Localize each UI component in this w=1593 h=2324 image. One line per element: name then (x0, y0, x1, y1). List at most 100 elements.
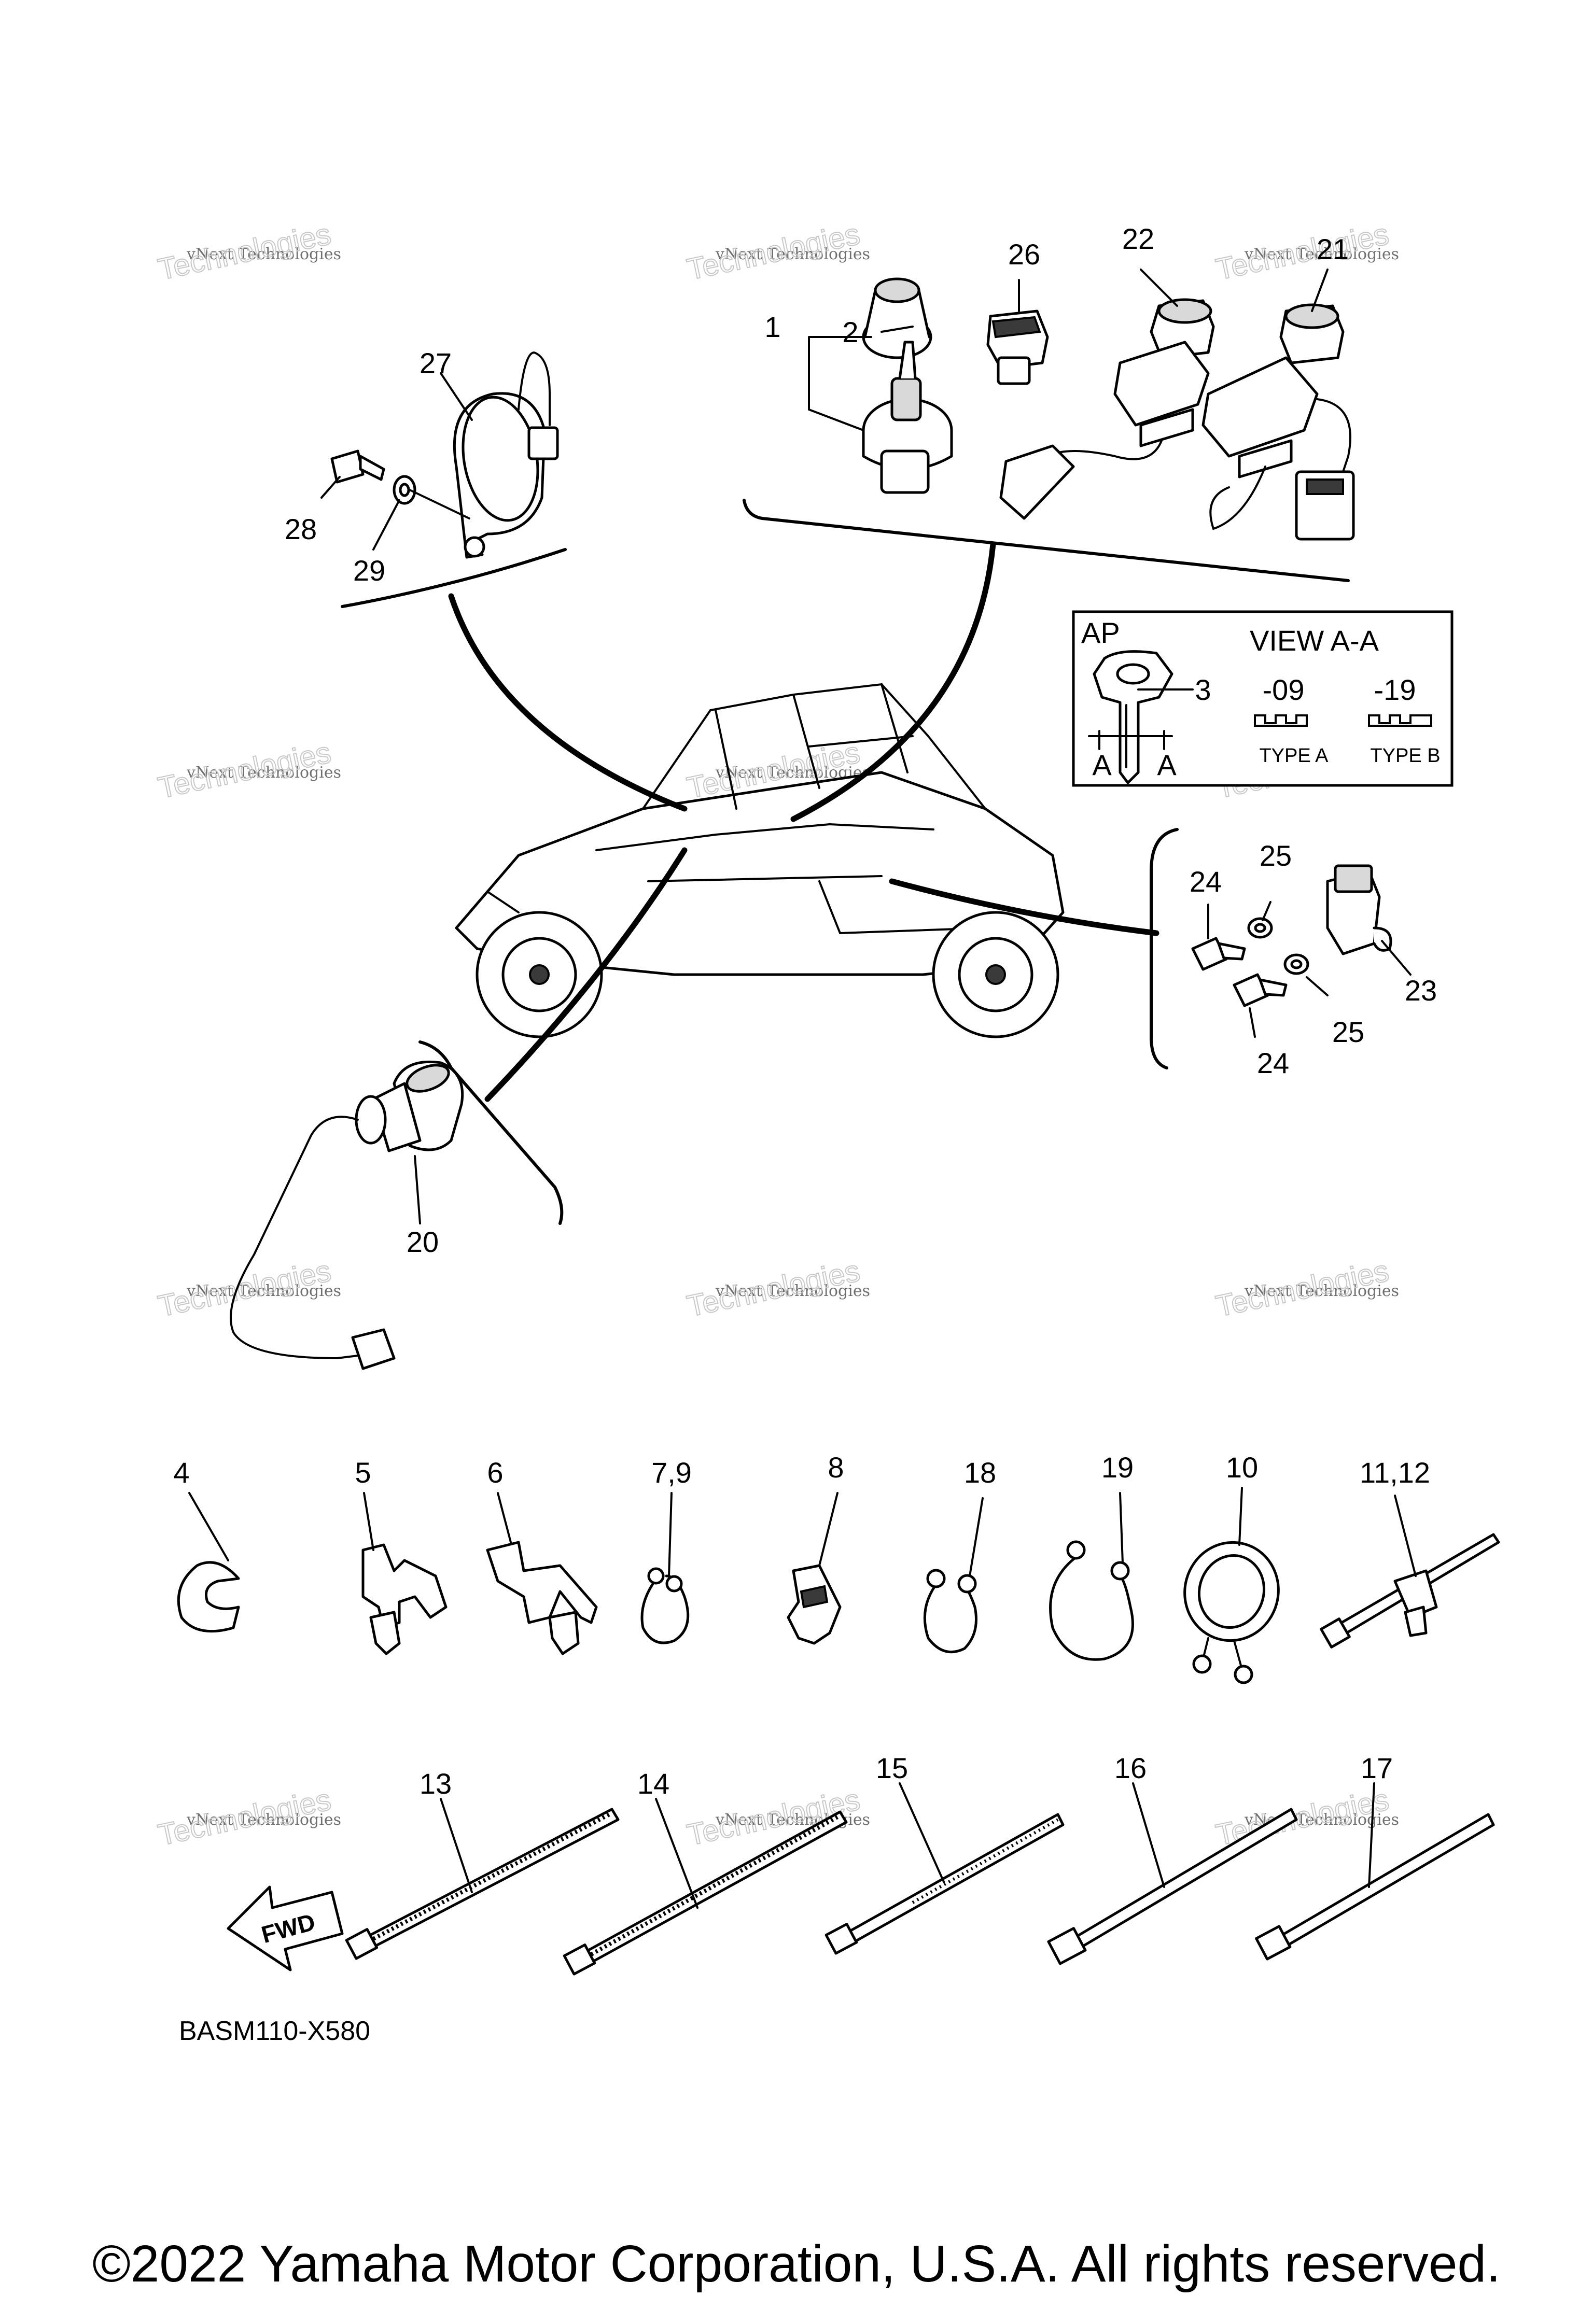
callout-19: 19 (1101, 1451, 1134, 1484)
clamp-19 (1049, 1554, 1134, 1661)
switch-21-wire (1209, 466, 1266, 530)
svg-text:Technologies: Technologies (1213, 217, 1392, 287)
profile-type-b (1368, 714, 1432, 727)
callout-13: 13 (420, 1767, 452, 1800)
socket-connector (351, 1328, 396, 1370)
clamp-row (177, 1487, 1500, 1684)
callout-28: 28 (285, 513, 317, 545)
callout-1-bracket (808, 336, 864, 431)
bolt-part (330, 449, 365, 484)
callout-26: 26 (1008, 238, 1040, 271)
vehicle-illustration (455, 683, 1065, 1038)
callout-22: 22 (1122, 222, 1154, 255)
profile-type-a (1254, 714, 1308, 727)
horn-wire (518, 351, 551, 426)
svg-text:Technologies: Technologies (155, 217, 334, 287)
svg-text:Technologies: Technologies (155, 736, 334, 805)
svg-text:vNext Technologies: vNext Technologies (1244, 1282, 1399, 1300)
svg-text:vNext Technologies: vNext Technologies (186, 1282, 341, 1300)
watermark: vNext Technologies Technologies (683, 1253, 870, 1324)
callout-25-lower: 25 (1332, 1016, 1364, 1048)
cable-tie-16 (1067, 1808, 1298, 1953)
clamp-7-9 (640, 1574, 690, 1644)
watermark: vNext Technologies Technologies (155, 217, 341, 287)
callout-17: 17 (1361, 1752, 1393, 1784)
cable-tie-17 (1274, 1813, 1495, 1951)
horn-mount-hole (464, 536, 485, 558)
horn-connector (527, 426, 559, 460)
callout-1: 1 (764, 311, 780, 343)
svg-text:vNext Technologies: vNext Technologies (186, 764, 341, 782)
variant-b-code: -19 (1374, 673, 1416, 706)
watermark: vNext Technologies Technologies (155, 1782, 341, 1853)
inset-tag: AP (1081, 616, 1120, 649)
key-part (1093, 650, 1173, 784)
callout-6: 6 (487, 1456, 503, 1489)
leader-switches (790, 541, 996, 822)
variant-a-type: TYPE A (1259, 745, 1329, 767)
callout-23: 23 (1405, 974, 1437, 1007)
callout-4: 4 (173, 1456, 189, 1489)
svg-text:Technologies: Technologies (1213, 1254, 1392, 1323)
watermark: vNext Technologies Technologies (1212, 1253, 1399, 1324)
fwd-arrow-icon (227, 1885, 344, 1971)
leader-socket (484, 847, 688, 1102)
cable-tie-row (227, 1782, 1495, 1976)
key-inset: AP VIEW A-A (1072, 610, 1454, 787)
callout-25-upper: 25 (1260, 839, 1292, 872)
callout-10: 10 (1226, 1451, 1258, 1484)
callout-27: 27 (420, 347, 452, 379)
svg-text:Technologies: Technologies (155, 1783, 334, 1852)
callout-2: 2 (842, 316, 858, 348)
clamp-6 (486, 1541, 598, 1624)
switch-group (743, 269, 1355, 582)
watermark: vNext Technologies Technologies (155, 735, 341, 806)
svg-text:vNext Technologies: vNext Technologies (1244, 245, 1399, 263)
svg-text:vNext Technologies: vNext Technologies (186, 1811, 341, 1829)
callout-15: 15 (876, 1752, 908, 1784)
svg-text:vNext Technologies: vNext Technologies (186, 245, 341, 263)
group-bracket (743, 499, 1350, 582)
callout-8: 8 (828, 1451, 844, 1484)
main-switch-key-slot (890, 377, 922, 421)
diagram-code: BASM110-X580 (179, 2016, 370, 2046)
callout-5: 5 (355, 1456, 371, 1489)
callout-29: 29 (353, 554, 385, 587)
leader-horn (448, 593, 688, 812)
main-switch-coupler (880, 449, 930, 494)
watermark: vNext Technologies Technologies (1212, 217, 1399, 287)
svg-text:Technologies: Technologies (684, 217, 863, 287)
callout-7-9: 7,9 (651, 1456, 692, 1489)
group-bracket (1150, 828, 1179, 1069)
clamp-4 (177, 1561, 240, 1633)
inset-view-title: VIEW A-A (1250, 624, 1379, 657)
variant-b-type: TYPE B (1370, 745, 1440, 767)
relay-group (1150, 828, 1412, 1069)
socket-wire (230, 1116, 359, 1360)
leader-relay (889, 878, 1159, 936)
switch-22-wire (1046, 440, 1163, 460)
section-label-right: A (1157, 749, 1177, 781)
horn-assembly (320, 351, 567, 608)
callout-11-12: 11,12 (1360, 1456, 1430, 1489)
callout-21: 21 (1317, 233, 1349, 265)
svg-text:vNext Technologies: vNext Technologies (715, 245, 870, 263)
svg-text:Technologies: Technologies (684, 1254, 863, 1323)
callout-16: 16 (1114, 1752, 1147, 1784)
callout-14: 14 (637, 1767, 669, 1800)
variant-a-code: -09 (1263, 673, 1305, 706)
switch-22-connector (999, 444, 1075, 520)
group-bracket (341, 548, 567, 608)
socket-group (230, 1040, 564, 1370)
svg-text:Technologies: Technologies (155, 1254, 334, 1323)
clamp-5 (361, 1543, 448, 1629)
callout-18: 18 (964, 1456, 996, 1489)
callout-24-upper: 24 (1190, 865, 1222, 898)
callout-20: 20 (407, 1226, 439, 1258)
clamp-18 (923, 1580, 977, 1654)
copyright-notice: ©2022 Yamaha Motor Corporation, U.S.A. A… (92, 2235, 1501, 2293)
watermark: vNext Technologies Technologies (683, 217, 870, 287)
section-label-left: A (1092, 749, 1112, 781)
